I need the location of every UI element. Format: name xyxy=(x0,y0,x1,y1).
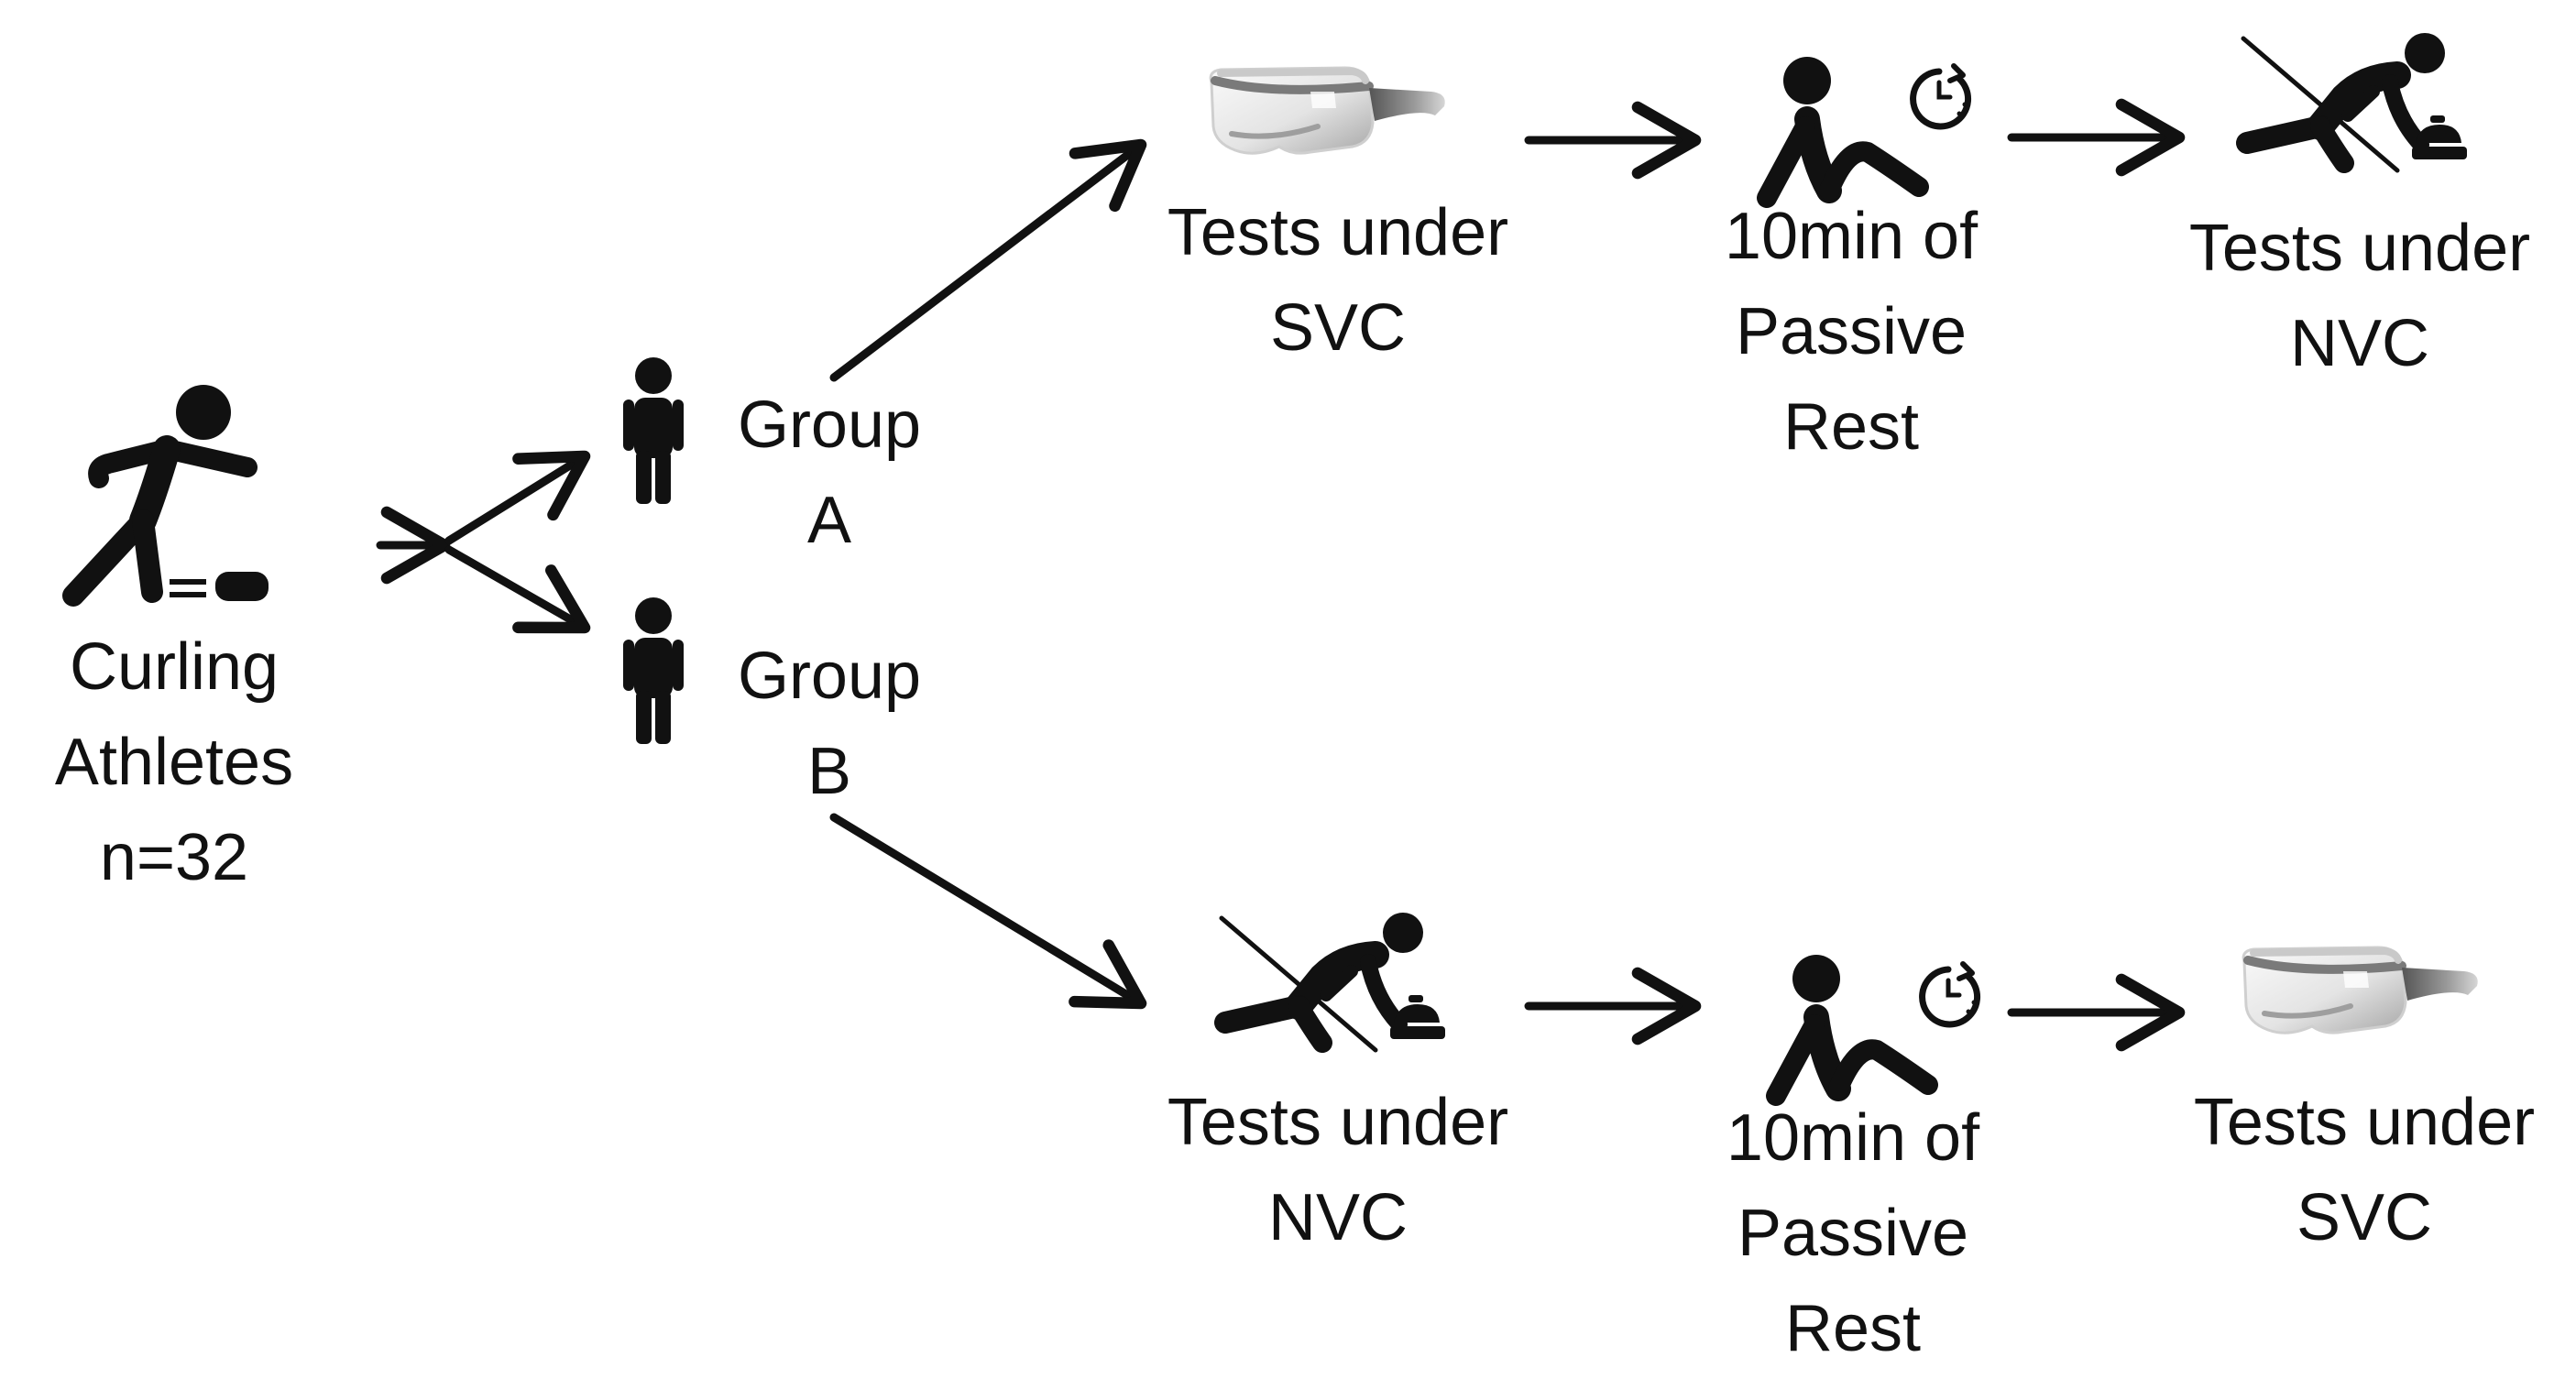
flow-b-step3-label: Tests under SVC xyxy=(2158,1075,2571,1265)
label-line: 10min of xyxy=(1724,200,1979,273)
flow-a-step2-label: 10min of Passive Rest xyxy=(1659,189,2044,475)
arrow-to-group-a xyxy=(444,450,591,545)
label-line: Rest xyxy=(1784,1292,1922,1365)
arrow-group-a-to-svc xyxy=(829,138,1147,382)
label-line: Tests under xyxy=(2193,1086,2536,1159)
label-line: B xyxy=(806,735,852,808)
flow-a-step1-label: Tests under SVC xyxy=(1132,185,1544,376)
label-line: NVC xyxy=(1267,1181,1408,1254)
flow-b-step2-label: 10min of Passive Rest xyxy=(1661,1090,2045,1376)
vr-headset-icon xyxy=(2243,947,2478,1033)
flow-b-step1-label: Tests under NVC xyxy=(1132,1075,1544,1265)
label-line: Rest xyxy=(1782,390,1920,464)
label-line: Tests under xyxy=(2188,212,2531,285)
label-line: Group xyxy=(737,389,922,462)
arrow-group-b-to-nvc xyxy=(829,813,1147,1010)
person-icon-group-a xyxy=(623,357,684,504)
label-line: Curling xyxy=(69,630,280,704)
group-b-label: Group B xyxy=(715,629,944,819)
label-line: SVC xyxy=(2296,1181,2433,1254)
label-line: 10min of xyxy=(1726,1101,1980,1175)
curling-thrower-icon xyxy=(73,385,269,601)
group-a-label: Group A xyxy=(715,378,944,568)
label-line: Group xyxy=(737,640,922,713)
label-line: SVC xyxy=(1269,291,1407,365)
flow-a-step3-label: Tests under NVC xyxy=(2154,201,2566,391)
label-line: Passive xyxy=(1737,1197,1969,1270)
curling-sweeper-icon xyxy=(1222,913,1445,1050)
label-line: Tests under xyxy=(1167,1086,1509,1159)
label-line: n=32 xyxy=(99,821,249,894)
arrow-to-group-b xyxy=(444,545,591,634)
label-line: Tests under xyxy=(1167,196,1509,269)
resting-person-timer-icon xyxy=(1776,955,1979,1096)
label-line: NVC xyxy=(2289,307,2429,380)
label-line: Athletes xyxy=(54,726,294,799)
curling-sweeper-icon xyxy=(2243,33,2467,170)
vr-headset-icon xyxy=(1211,68,1445,153)
curling-athletes-label: Curling Athletes n=32 xyxy=(18,619,330,905)
resting-person-timer-icon xyxy=(1767,57,1969,198)
person-icon-group-b xyxy=(623,597,684,744)
label-line: A xyxy=(806,484,852,557)
label-line: Passive xyxy=(1735,295,1968,368)
